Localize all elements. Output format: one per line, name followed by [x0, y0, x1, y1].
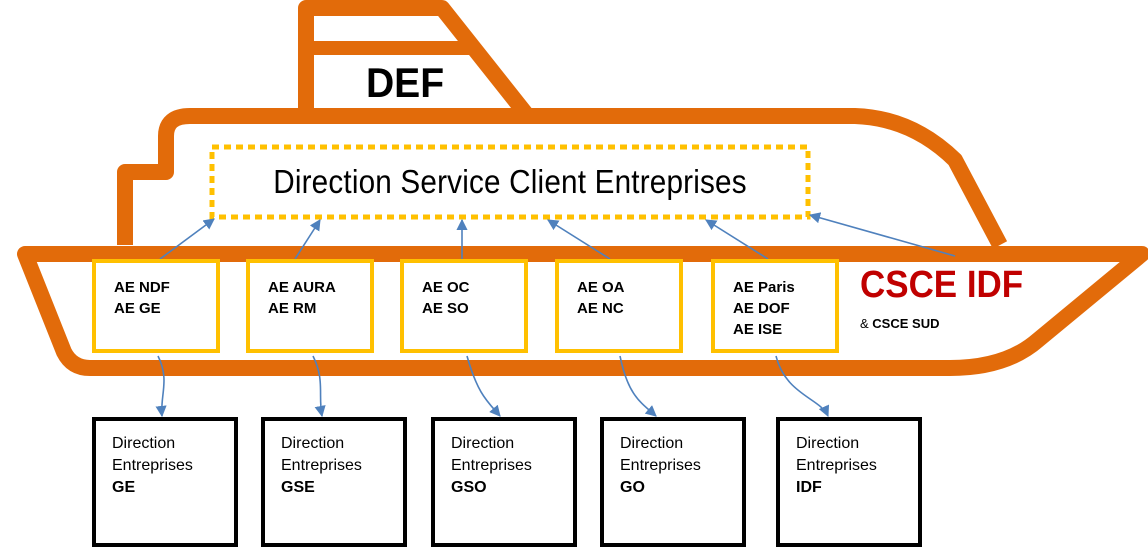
- ae-label: AE AURA: [268, 279, 336, 296]
- ae-box-paris-dof-ise: AE Paris AE DOF AE ISE: [711, 259, 839, 353]
- dsce-title: Direction Service Client Entreprises: [273, 163, 747, 200]
- ae-box-oa-nc: AE OA AE NC: [555, 259, 683, 353]
- ae-box-ndf-ge: AE NDF AE GE: [92, 259, 220, 353]
- arrow-up-6: [808, 212, 956, 257]
- def-title: DEF: [365, 59, 445, 106]
- arrow-up-2: [294, 219, 321, 260]
- direction-code: GSE: [281, 479, 315, 496]
- ae-label: AE NDF: [114, 279, 170, 296]
- arrow-up-5: [705, 219, 769, 260]
- direction-box-gso: Direction Entreprises GSO: [431, 417, 577, 547]
- direction-line1: Direction: [620, 435, 684, 452]
- direction-line1: Direction: [112, 435, 176, 452]
- arrow-down-3: [466, 355, 501, 417]
- ae-label: AE NC: [577, 300, 624, 317]
- direction-line2: Entreprises: [281, 457, 362, 474]
- direction-code: GE: [112, 479, 136, 496]
- ship-hull: [17, 246, 1148, 376]
- direction-box-ge: Direction Entreprises GE: [92, 417, 238, 547]
- direction-line1: Direction: [281, 435, 345, 452]
- ae-label: AE DOF: [733, 300, 790, 317]
- direction-box-go: Direction Entreprises GO: [600, 417, 746, 547]
- direction-line1: Direction: [451, 435, 515, 452]
- direction-box-gse: Direction Entreprises GSE: [261, 417, 407, 547]
- csce-sub-text: CSCE SUD: [872, 316, 940, 331]
- ship-deck: [117, 108, 1008, 249]
- direction-code: GSO: [451, 479, 487, 496]
- direction-line1: Direction: [796, 435, 860, 452]
- ae-label: AE RM: [268, 300, 317, 317]
- ship-chimney: [298, 0, 533, 119]
- csce-amp: &: [860, 316, 869, 331]
- ae-label: AE OA: [577, 279, 625, 296]
- arrow-down-1: [155, 355, 167, 418]
- direction-box-idf: Direction Entreprises IDF: [776, 417, 922, 547]
- ship-diagram: [17, 0, 1148, 418]
- direction-code: GO: [620, 479, 645, 496]
- dsce-dotted-box: [209, 144, 811, 220]
- ae-box-aura-rm: AE AURA AE RM: [246, 259, 374, 353]
- ae-label: AE Paris: [733, 279, 795, 296]
- ae-label: AE SO: [422, 300, 469, 317]
- ae-label: AE ISE: [733, 321, 783, 338]
- downward-arrows: [155, 355, 830, 418]
- csce-idf-label: CSCE IDF: [860, 264, 1024, 306]
- csce-sud-label: & CSCE SUD: [860, 316, 939, 331]
- arrow-down-4: [619, 355, 657, 417]
- direction-code: IDF: [796, 479, 822, 496]
- direction-line2: Entreprises: [796, 457, 877, 474]
- ae-label: AE GE: [114, 300, 161, 317]
- arrow-down-5: [775, 355, 830, 418]
- arrow-up-1: [159, 218, 215, 260]
- ae-box-oc-so: AE OC AE SO: [400, 259, 528, 353]
- ae-label: AE OC: [422, 279, 470, 296]
- direction-line2: Entreprises: [112, 457, 193, 474]
- direction-line2: Entreprises: [451, 457, 532, 474]
- arrow-up-4: [547, 219, 611, 260]
- upward-arrows: [159, 212, 956, 260]
- direction-line2: Entreprises: [620, 457, 701, 474]
- arrow-down-2: [312, 355, 326, 418]
